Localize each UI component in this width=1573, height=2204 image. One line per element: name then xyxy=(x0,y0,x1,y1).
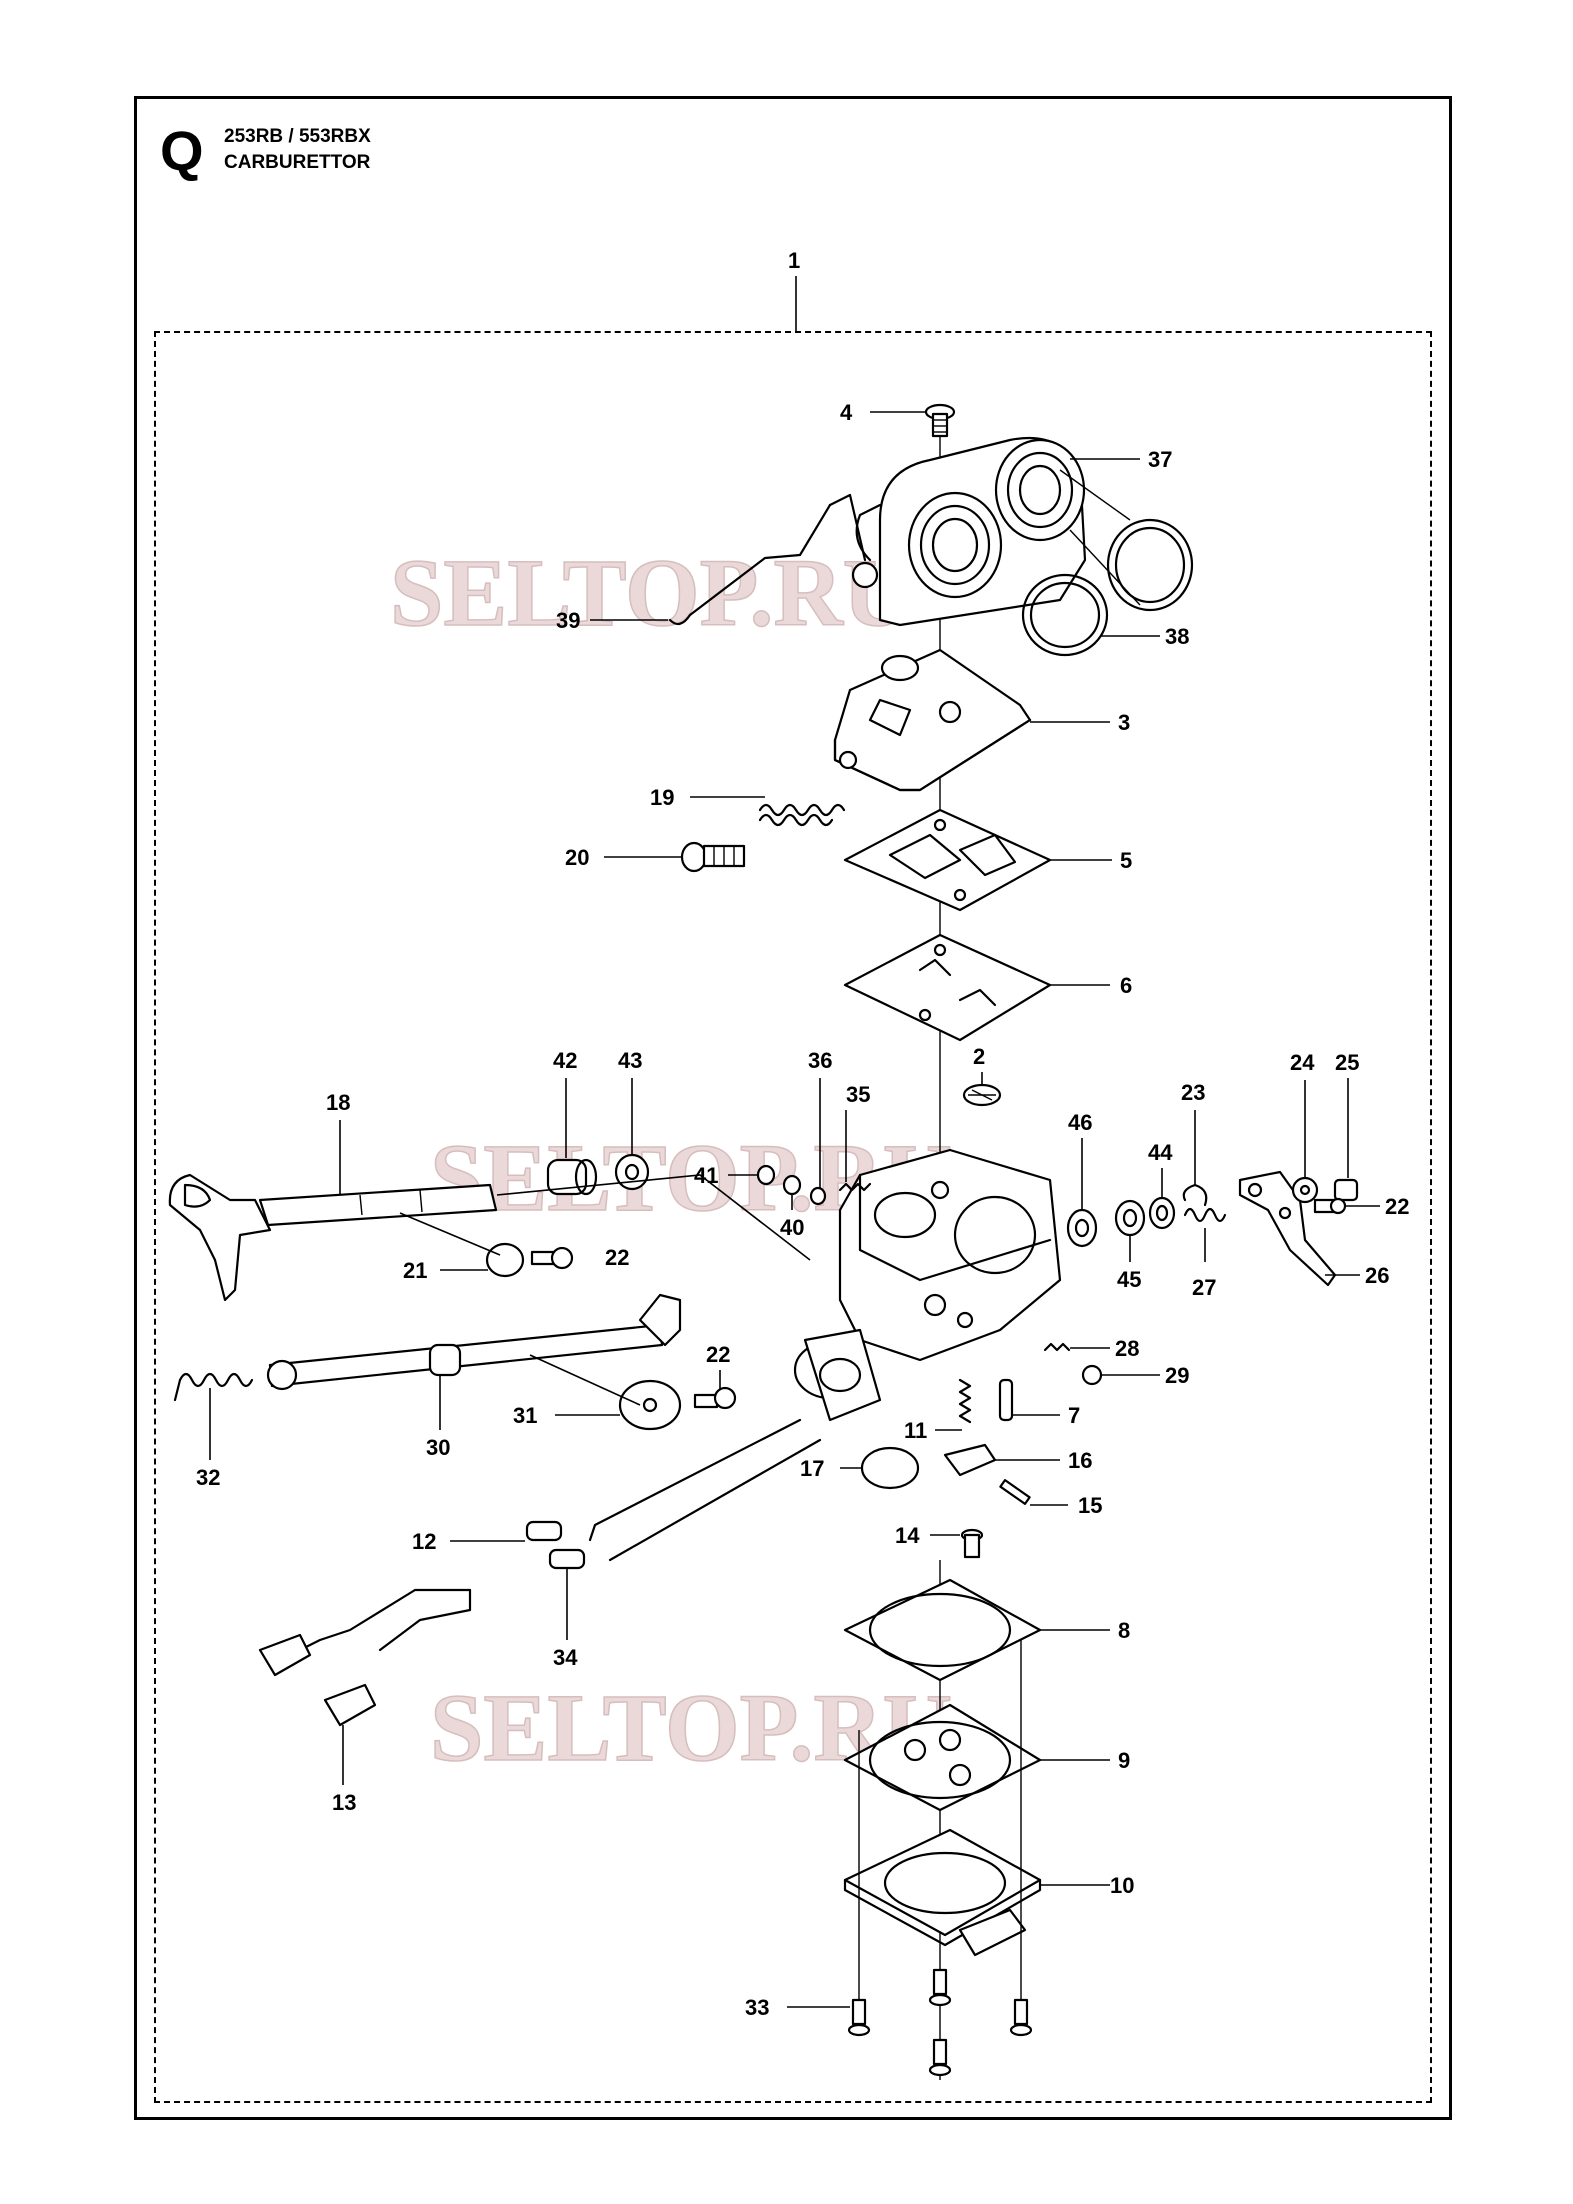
callout-6: 6 xyxy=(1120,973,1132,998)
callout-1: 1 xyxy=(788,248,800,273)
callout-40: 40 xyxy=(780,1215,804,1240)
diagram-title: CARBURETTOR xyxy=(224,152,371,173)
callout-29: 29 xyxy=(1165,1363,1189,1388)
callout-25: 25 xyxy=(1335,1050,1359,1075)
callout-33: 33 xyxy=(745,1995,769,2020)
throttle-housing xyxy=(828,436,1087,627)
callout-35: 35 xyxy=(846,1082,870,1107)
callout-10: 10 xyxy=(1110,1873,1134,1898)
carburettor-body xyxy=(793,1148,1062,1422)
model-number: 253RB / 553RBX xyxy=(224,126,371,147)
pump-cover-part-3 xyxy=(833,648,1032,792)
callout-9: 9 xyxy=(1118,1748,1130,1773)
assembly-boundary xyxy=(154,331,1432,2103)
screw-part-20 xyxy=(680,841,746,873)
callout-44: 44 xyxy=(1148,1140,1173,1165)
callout-11: 11 xyxy=(904,1418,927,1443)
needle-assembly xyxy=(860,1378,1031,1559)
callout-17: 17 xyxy=(800,1456,824,1481)
washer-part-43 xyxy=(614,1153,650,1191)
choke-plate-part-31 xyxy=(529,1354,682,1431)
screw-part-22a xyxy=(530,1246,574,1270)
callout-labels: 1 2 3 4 5 6 7 8 9 10 11 12 13 14 15 16 1… xyxy=(196,248,1409,2020)
page-frame xyxy=(134,96,1452,2120)
cover-part-10 xyxy=(843,1828,1042,1957)
callout-14: 14 xyxy=(895,1523,920,1548)
callout-8: 8 xyxy=(1118,1618,1130,1643)
callout-21: 21 xyxy=(403,1258,427,1283)
callout-37: 37 xyxy=(1148,447,1172,472)
screw-part-22c xyxy=(693,1386,737,1410)
callout-34: 34 xyxy=(553,1645,578,1670)
callout-13: 13 xyxy=(332,1790,356,1815)
callout-5: 5 xyxy=(1120,848,1132,873)
callout-22a: 22 xyxy=(605,1245,629,1270)
small-parts-41-40-36-35 xyxy=(756,1164,872,1206)
callout-32: 32 xyxy=(196,1465,220,1490)
callout-2: 2 xyxy=(973,1044,985,1069)
callout-43: 43 xyxy=(618,1048,642,1073)
callout-46: 46 xyxy=(1068,1110,1092,1135)
spring-part-32 xyxy=(173,1372,254,1402)
screen-part-2 xyxy=(962,1083,1002,1107)
callout-24: 24 xyxy=(1290,1050,1315,1075)
callout-20: 20 xyxy=(565,845,589,870)
choke-shaft-part-30 xyxy=(266,1293,682,1391)
callout-7: 7 xyxy=(1068,1403,1080,1428)
callout-38: 38 xyxy=(1165,624,1189,649)
callout-12: 12 xyxy=(412,1529,436,1554)
callout-36: 36 xyxy=(808,1048,832,1073)
throttle-plate-part-21 xyxy=(399,1212,525,1278)
section-letter: Q xyxy=(160,119,204,182)
callout-26: 26 xyxy=(1365,1263,1389,1288)
callout-18: 18 xyxy=(326,1090,350,1115)
watermark-top: SELTOP.RU xyxy=(390,539,912,646)
spring-part-28 xyxy=(1043,1342,1071,1352)
callout-45: 45 xyxy=(1117,1267,1141,1292)
callout-31: 31 xyxy=(513,1403,537,1428)
callout-30: 30 xyxy=(426,1435,450,1460)
fuel-lines xyxy=(258,1418,822,1727)
ring-part-38 xyxy=(1021,573,1109,657)
ring-part-37 xyxy=(1059,469,1194,612)
callout-4: 4 xyxy=(840,400,853,425)
screws-part-33 xyxy=(847,1640,1033,2077)
callout-22c: 22 xyxy=(706,1342,730,1367)
right-side-parts xyxy=(1066,1170,1359,1287)
callout-28: 28 xyxy=(1115,1336,1139,1361)
callout-19: 19 xyxy=(650,785,674,810)
throttle-shaft-part-18 xyxy=(168,1173,498,1302)
callout-15: 15 xyxy=(1078,1493,1102,1518)
callout-3: 3 xyxy=(1118,710,1130,735)
callout-41: 41 xyxy=(694,1163,718,1188)
callout-22b: 22 xyxy=(1385,1194,1409,1219)
ball-part-29 xyxy=(1081,1364,1103,1386)
gasket-part-6 xyxy=(843,933,1052,1042)
screw-part-4 xyxy=(924,403,956,438)
gasket-part-8 xyxy=(843,1578,1042,1682)
watermark-bottom: SELTOP.RU xyxy=(430,1674,952,1781)
callout-39: 39 xyxy=(556,608,580,633)
callout-42: 42 xyxy=(553,1048,577,1073)
spring-part-19 xyxy=(758,803,846,827)
callout-23: 23 xyxy=(1181,1080,1205,1105)
callout-16: 16 xyxy=(1068,1448,1092,1473)
link-rod-part-39 xyxy=(668,503,832,626)
callout-27: 27 xyxy=(1192,1275,1216,1300)
bushing-part-42 xyxy=(546,1158,598,1196)
gasket-part-5 xyxy=(843,808,1052,912)
